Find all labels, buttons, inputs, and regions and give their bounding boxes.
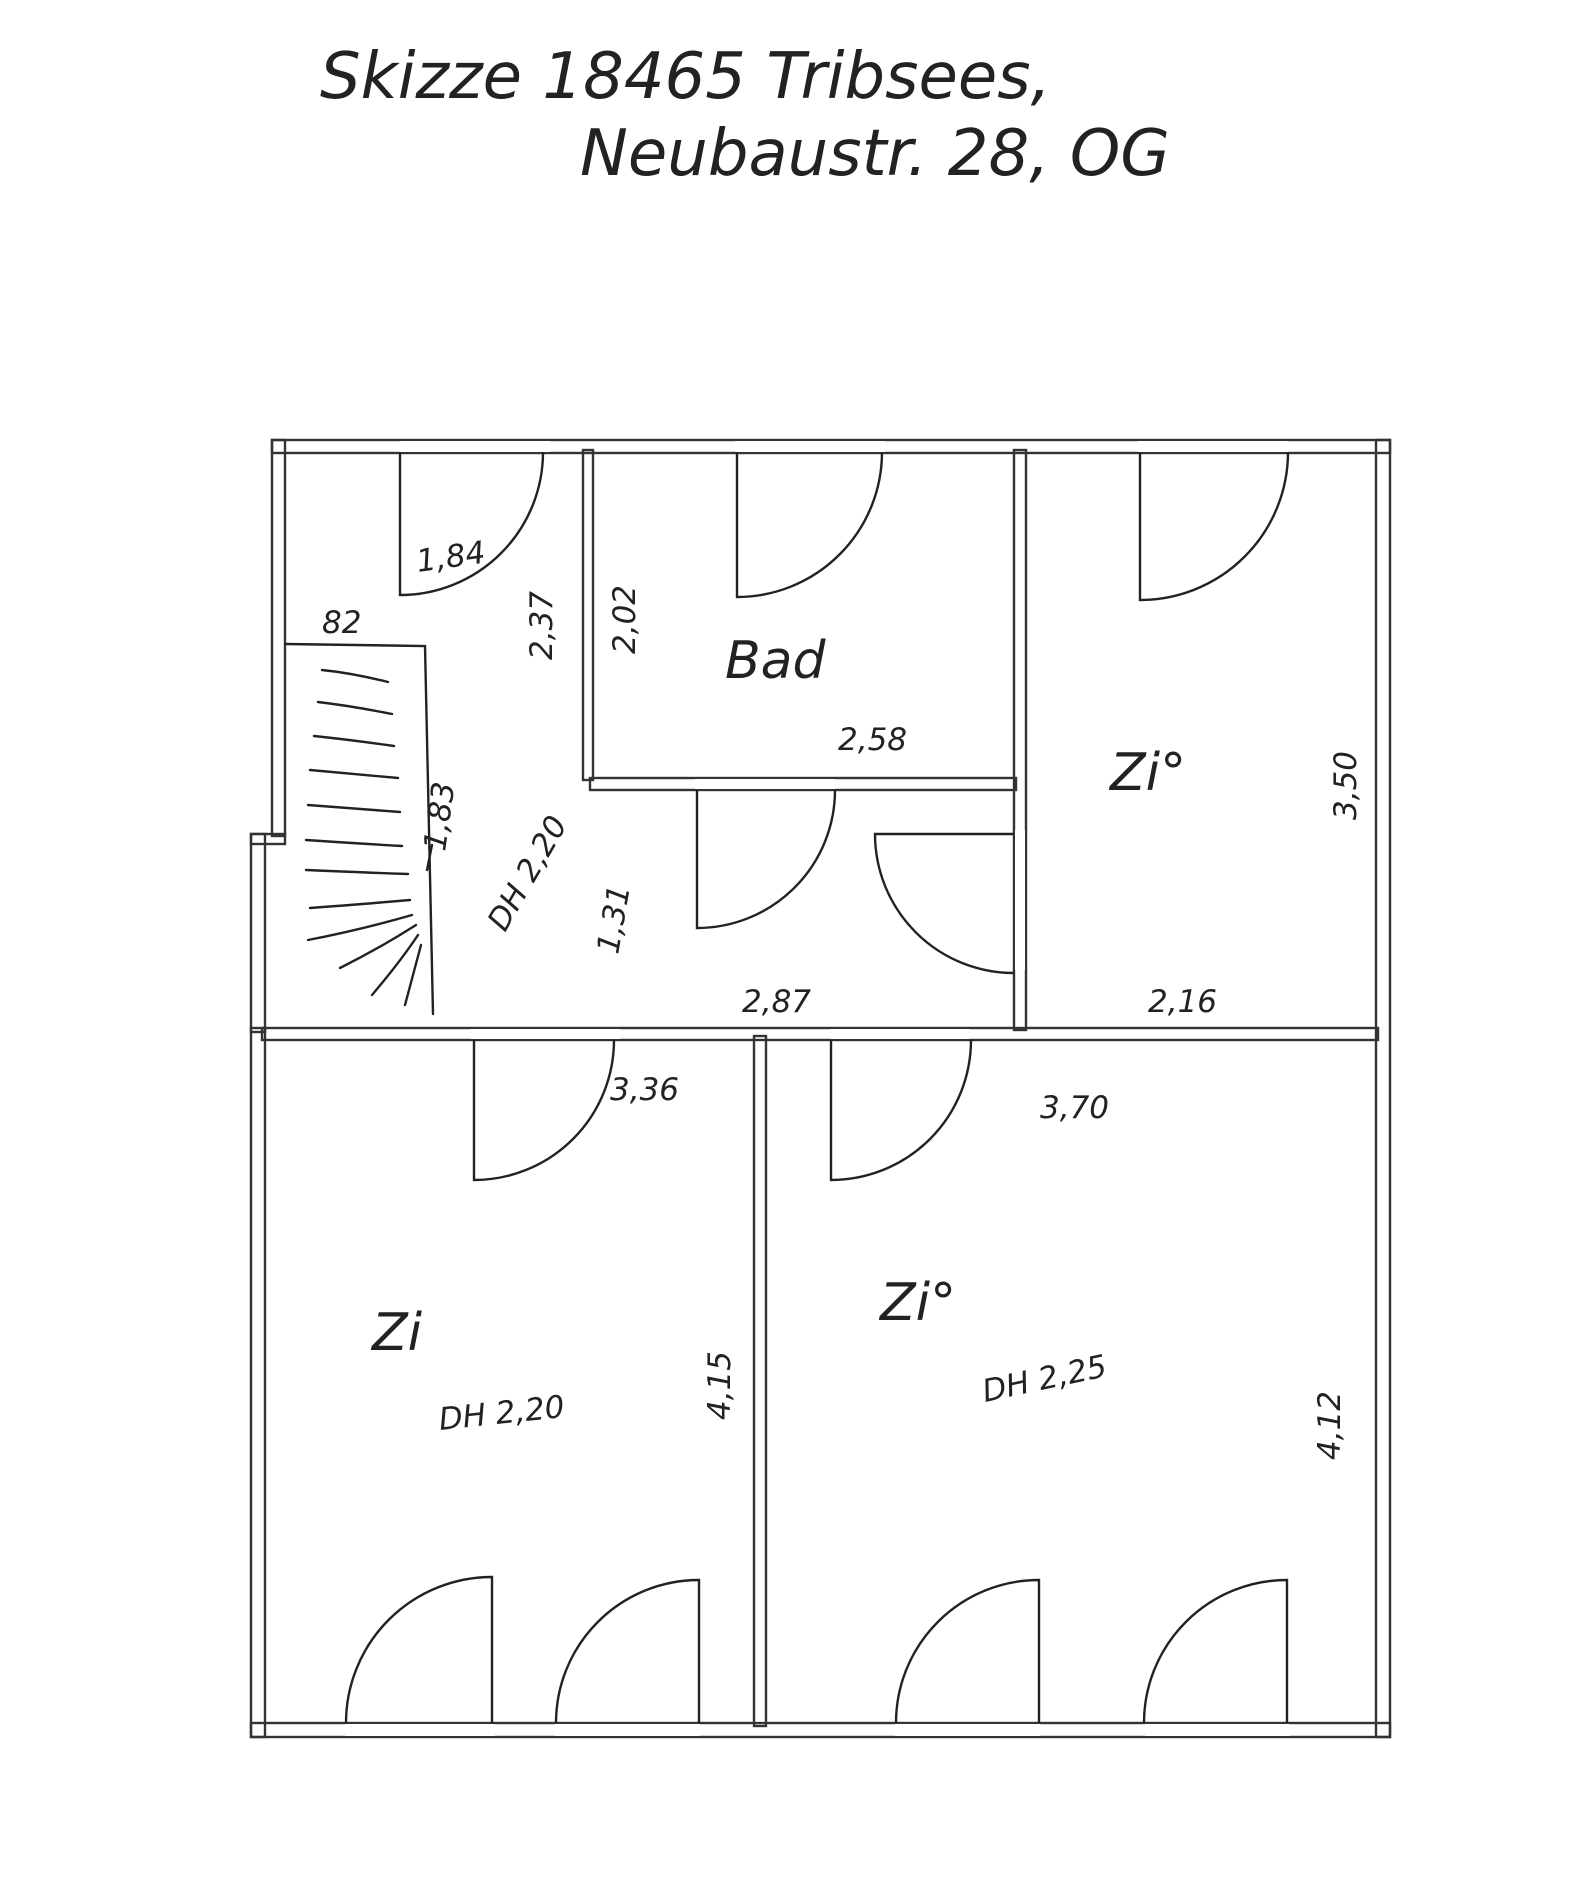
door-bl-bottom-2 [554, 1578, 701, 1724]
door-swings [344, 451, 1290, 1724]
dim-right-room-width: 2,16 [1148, 984, 1217, 1020]
wall-openings [345, 441, 1290, 1736]
dim-bath-depth: 2,02 [607, 585, 643, 654]
dim-br-ceiling: DH 2,25 [979, 1348, 1110, 1409]
room-label-bottom-left: Zi [370, 1303, 423, 1363]
dim-right-room-depth: 3,50 [1328, 751, 1364, 820]
door-bath [735, 451, 884, 599]
dim-hall-lower-width: 2,87 [742, 984, 811, 1020]
sketch-title-line1: Skizze 18465 Tribsees, [320, 40, 1051, 114]
staircase [283, 642, 435, 1016]
dim-bl-ceiling: DH 2,20 [437, 1389, 566, 1438]
room-label-bath: Bad [725, 631, 827, 691]
dimension-annotations: 1,84 2,37 82 1,83 DH 2,20 1,31 2,87 2,02… [322, 535, 1364, 1460]
room-label-top-right: Zi° [1108, 743, 1186, 803]
dim-hall-lower-depth: 1,31 [590, 882, 637, 956]
door-closet [873, 832, 1015, 975]
dim-bath-width: 2,58 [838, 722, 907, 758]
dim-br-width: 3,70 [1040, 1090, 1109, 1126]
door-hall-top [398, 451, 545, 597]
outer-walls [249, 438, 1392, 1739]
door-bl-bottom-1 [344, 1575, 494, 1724]
door-hall-lower [695, 789, 837, 930]
door-right-room [1138, 451, 1290, 602]
dim-hall-ceiling: DH 2,20 [481, 810, 575, 937]
dim-hall-depth: 2,37 [524, 591, 560, 660]
door-bottom-left [472, 1039, 616, 1182]
dim-br-depth: 4,12 [1312, 1391, 1348, 1460]
room-label-bottom-right: Zi° [878, 1273, 956, 1333]
door-br-bottom-1 [894, 1578, 1041, 1724]
dim-bl-depth: 4,15 [702, 1351, 738, 1420]
inner-walls [260, 448, 1380, 1728]
door-bottom-right [829, 1039, 973, 1182]
door-br-bottom-2 [1142, 1578, 1289, 1724]
dim-bl-width: 3,36 [610, 1072, 679, 1108]
sketch-title-line2: Neubaustr. 28, OG [580, 117, 1170, 191]
dim-stair-width: 82 [322, 605, 361, 641]
dim-stair-length: 1,83 [417, 780, 462, 853]
